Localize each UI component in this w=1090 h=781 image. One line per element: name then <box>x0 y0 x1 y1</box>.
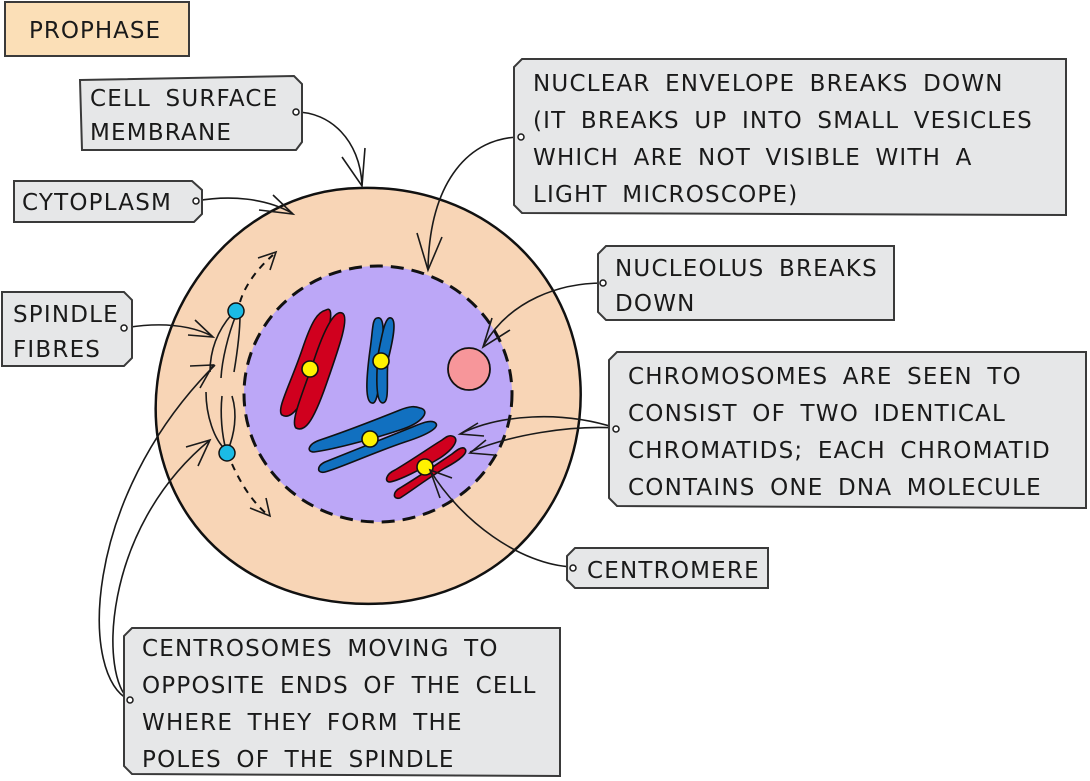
label-line: CELL SURFACE <box>90 86 278 112</box>
label-cytoplasm: CYTOPLASM <box>13 180 203 223</box>
label-nucleolus: NUCLEOLUS BREAKS DOWN <box>597 245 895 321</box>
centrosome-bottom <box>218 444 236 462</box>
label-line: DOWN <box>615 291 696 317</box>
pin-icon <box>120 324 128 332</box>
centromere <box>361 430 379 448</box>
label-box <box>13 180 203 223</box>
label-line: NUCLEOLUS BREAKS <box>615 256 878 282</box>
cell <box>154 186 582 606</box>
centrosome-path-top <box>239 254 274 303</box>
leader-cell-surface-membrane <box>295 111 363 186</box>
arrowhead <box>258 194 296 216</box>
arrowhead <box>249 497 272 518</box>
centrosome-path-bottom <box>231 463 269 516</box>
pin-icon <box>569 564 577 572</box>
label-line: MEMBRANE <box>90 120 232 146</box>
centrosome-top <box>227 302 245 320</box>
label-box <box>597 245 895 321</box>
spindle-fibre <box>209 313 233 373</box>
leader-nuclear-envelope <box>427 136 522 269</box>
label-line: OPPOSITE ENDS OF THE CELL <box>142 673 537 699</box>
title-background <box>4 1 190 57</box>
label-box <box>1 291 133 367</box>
label-line: (IT BREAKS UP INTO SMALL VESICLES <box>533 108 1033 134</box>
chromatid <box>308 405 426 453</box>
leader-chromosomes <box>461 415 617 434</box>
spindle-fibre <box>233 314 241 373</box>
nucleolus <box>447 347 491 391</box>
arrowhead <box>257 250 278 271</box>
label-line: CONTAINS ONE DNA MOLECULE <box>628 475 1042 501</box>
leader-centrosomes-b <box>112 439 211 701</box>
pin-icon <box>192 197 200 205</box>
label-cell-surface-membrane: CELL SURFACE MEMBRANE <box>78 74 303 151</box>
label-line: FIBRES <box>13 337 101 363</box>
label-line: CENTROSOMES MOVING TO <box>142 636 499 662</box>
label-line: WHERE THEY FORM THE <box>142 710 463 736</box>
leader-chromosomes-2 <box>469 426 617 453</box>
label-box <box>78 74 303 151</box>
chromatid <box>293 312 346 430</box>
label-line: LIGHT MICROSCOPE) <box>533 182 798 208</box>
title-text: PROPHASE <box>29 18 161 44</box>
centromere <box>416 458 434 476</box>
label-line: WHICH ARE NOT VISIBLE WITH A <box>533 145 973 171</box>
leader-centrosomes-a <box>98 364 216 701</box>
centromere <box>372 352 390 370</box>
label-centromere: CENTROMERE <box>566 547 769 589</box>
label-spindle-fibres: SPINDLE FIBRES <box>1 291 133 367</box>
arrowhead <box>428 468 453 499</box>
chromatid <box>385 434 457 483</box>
leader-centromere <box>429 469 574 568</box>
leader-lines <box>98 111 617 701</box>
arrowhead <box>187 319 216 338</box>
label-chromosomes: CHROMOSOMES ARE SEEN TO CONSIST OF TWO I… <box>608 351 1087 510</box>
label-line: CHROMATIDS; EACH CHROMATID <box>628 438 1051 464</box>
label-line: NUCLEAR ENVELOPE BREAKS DOWN <box>533 71 1004 97</box>
chromosome-blue-2 <box>308 405 438 474</box>
label-line: CYTOPLASM <box>22 190 172 216</box>
arrowhead <box>416 232 443 273</box>
label-box <box>513 58 1067 217</box>
label-line: CENTROMERE <box>587 558 760 584</box>
label-box <box>608 351 1087 510</box>
pin-icon <box>292 108 300 116</box>
label-box <box>123 627 561 778</box>
pin-icon <box>599 279 607 287</box>
label-line: POLES OF THE SPINDLE <box>142 747 455 773</box>
label-centrosomes: CENTROSOMES MOVING TO OPPOSITE ENDS OF T… <box>123 627 561 778</box>
label-box <box>566 547 769 589</box>
label-line: CHROMOSOMES ARE SEEN TO <box>628 364 1022 390</box>
label-nuclear-envelope: NUCLEAR ENVELOPE BREAKS DOWN (IT BREAKS … <box>513 58 1067 217</box>
spindle-fibre <box>220 314 237 379</box>
arrowhead <box>189 364 215 389</box>
pin-icon <box>612 425 620 433</box>
nuclear-envelope-dashed <box>242 264 514 524</box>
chromosome-red-2 <box>385 434 467 500</box>
chromatid <box>317 420 438 474</box>
centromere <box>301 360 319 378</box>
arrowhead <box>467 439 495 456</box>
arrowhead <box>481 317 511 349</box>
arrowhead <box>341 147 366 189</box>
leader-cytoplasm <box>195 197 293 214</box>
pin-icon <box>517 133 525 141</box>
chromosome-blue-1 <box>366 317 395 404</box>
label-line: CONSIST OF TWO IDENTICAL <box>628 401 1006 427</box>
arrowhead <box>185 438 212 467</box>
label-line: SPINDLE <box>13 302 119 328</box>
leader-spindle-fibres <box>123 324 213 337</box>
spindle <box>205 250 278 518</box>
leader-nucleolus <box>483 282 604 346</box>
chromosome-red-1 <box>279 308 346 430</box>
arrowhead <box>457 422 485 437</box>
title-box: PROPHASE <box>4 1 190 57</box>
pin-icon <box>126 696 134 704</box>
